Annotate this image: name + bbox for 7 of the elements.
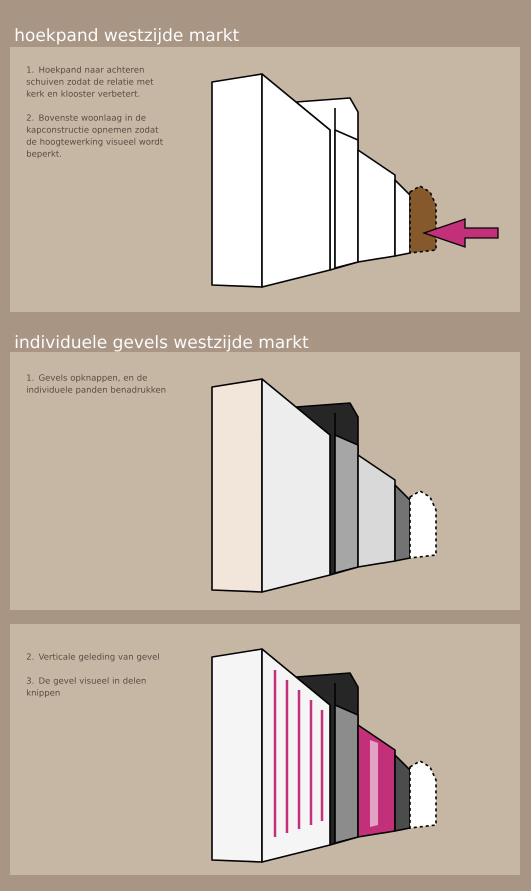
list-item: 2. Verticale geleding van gevel bbox=[26, 653, 159, 662]
heading: individuele gevels westzijde markt bbox=[16, 335, 308, 352]
list-item: 3. De gevel visueel in delen knippen bbox=[26, 677, 146, 698]
list-item: 1. Hoekpand naar achteren schuiven zodat de relatie met kerk en klooster verbetert. bbox=[26, 66, 154, 97]
list-item: 2. Bovenste woonlaag in de kapconstructie opnemen zodat de hoogtewerking visueel wordt beperkt. bbox=[26, 114, 163, 158]
list-item: 1. Gevels opknappen, en de individuele panden benadrukken bbox=[27, 374, 166, 394]
heading: hoekpand westzijde markt bbox=[16, 28, 239, 45]
